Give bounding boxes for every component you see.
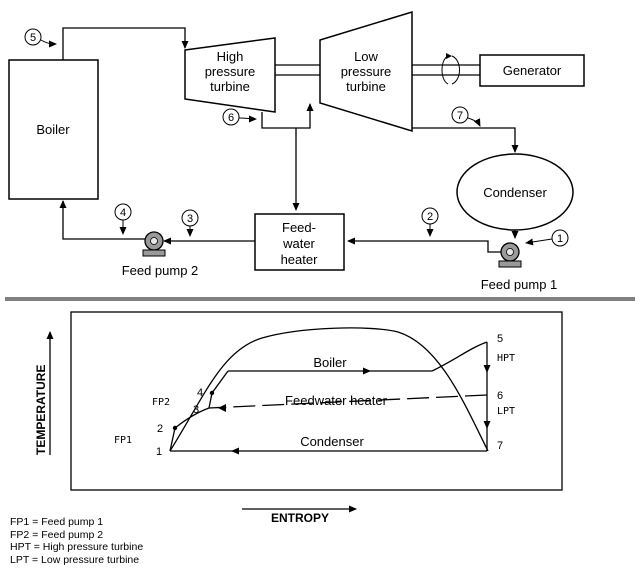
svg-text:2: 2	[427, 211, 433, 223]
lpt-label-2: pressure	[341, 64, 392, 79]
liquid-heating-line	[211, 370, 229, 394]
feedwater-heater-arrow-icon	[218, 404, 226, 412]
ts-point-3-label: 3	[193, 404, 199, 416]
state-point-6: 6	[222, 108, 257, 126]
ts-fp2-label: FP2	[152, 397, 170, 408]
ts-fp1-label: FP1	[114, 435, 132, 446]
hpt-exhaust-line	[261, 103, 314, 129]
generator-unit: Generator	[479, 54, 585, 87]
legend-item-fp2: FP2 = Feed pump 2	[10, 528, 104, 541]
feedwater-heater: Feed- water heater	[254, 213, 345, 271]
ts-point-7-label: 7	[497, 440, 503, 452]
preheat-process-line	[174, 407, 210, 429]
boiler-label: Boiler	[36, 122, 70, 137]
svg-text:5: 5	[30, 32, 36, 44]
legend-item-lpt: LPT = Low pressure turbine	[10, 553, 140, 566]
state-point-1: 1	[525, 229, 569, 247]
heater-label-1: Feed-	[282, 220, 316, 235]
feed-pump-2-label: Feed pump 2	[122, 263, 199, 278]
entropy-axis: ENTROPY	[242, 505, 357, 525]
temperature-axis: TEMPERATURE	[34, 331, 54, 455]
hpt-label-1: High	[217, 49, 244, 64]
condenser-label: Condenser	[483, 185, 547, 200]
legend-item-hpt: HPT = High pressure turbine	[10, 541, 144, 553]
ts-point-4-label: 4	[197, 387, 203, 399]
turbine-shaft	[275, 64, 320, 76]
ts-hpt-label: HPT	[497, 353, 515, 364]
temperature-axis-label: TEMPERATURE	[34, 365, 48, 455]
ts-point-1-label: 1	[156, 446, 162, 458]
svg-text:4: 4	[120, 207, 126, 219]
condenser-unit: Condenser	[456, 153, 574, 231]
entropy-axis-label: ENTROPY	[271, 511, 329, 525]
feed-pump-2: Feed pump 2	[122, 231, 199, 278]
state-point-4: 4	[114, 203, 132, 235]
section-divider	[5, 297, 635, 301]
abbreviation-legend: FP1 = Feed pump 1 FP2 = Feed pump 2 HPT …	[10, 516, 143, 566]
svg-text:7: 7	[457, 110, 463, 122]
hpt-label-2: pressure	[205, 64, 256, 79]
ts-point-6-label: 6	[497, 390, 503, 402]
feed-line-pump1-to-heater	[347, 237, 501, 253]
lpt-label-3: turbine	[346, 79, 386, 94]
fp2-process-line	[208, 392, 213, 409]
svg-text:6: 6	[228, 112, 234, 124]
fp1-process-line	[169, 427, 176, 452]
svg-text:3: 3	[187, 213, 193, 225]
feed-pump-1-label: Feed pump 1	[481, 277, 558, 292]
feedwater-heater-process-line	[208, 394, 488, 409]
steam-line-to-hpt	[62, 27, 189, 60]
ts-diagram-frame	[70, 311, 563, 491]
state-point-5: 5	[24, 28, 57, 48]
feed-line-pump2-to-boiler	[59, 200, 145, 240]
ts-point-2-label: 2	[157, 423, 163, 435]
svg-text:1: 1	[557, 233, 563, 245]
heater-label-3: heater	[281, 252, 319, 267]
legend-item-fp1: FP1 = Feed pump 1	[10, 516, 104, 528]
feed-pump-1: Feed pump 1	[481, 242, 558, 292]
ts-boiler-label: Boiler	[313, 355, 347, 370]
state-point-2: 2	[421, 207, 439, 237]
generator-label: Generator	[503, 63, 562, 78]
ts-point-5-label: 5	[497, 333, 503, 345]
low-pressure-turbine: Low pressure turbine	[319, 10, 413, 133]
high-pressure-turbine: High pressure turbine	[184, 37, 276, 113]
ts-point-2-marker	[172, 425, 178, 431]
ts-lpt-label: LPT	[497, 406, 515, 417]
ts-heater-label: Feedwater heater	[285, 393, 388, 408]
rotation-arrow-icon	[441, 55, 449, 85]
lpt-label-1: Low	[354, 49, 378, 64]
state-point-7: 7	[451, 106, 481, 127]
boiler-unit: Boiler	[8, 59, 99, 200]
generator-shaft	[412, 53, 480, 85]
ts-condenser-label: Condenser	[300, 434, 364, 449]
saturation-dome	[169, 327, 489, 452]
superheat-line	[431, 341, 488, 372]
state-point-3: 3	[181, 209, 199, 237]
heater-label-2: water	[282, 236, 315, 251]
ts-point-4-marker	[209, 390, 215, 396]
lpt-exhaust-line	[412, 127, 519, 153]
hpt-label-3: turbine	[210, 79, 250, 94]
